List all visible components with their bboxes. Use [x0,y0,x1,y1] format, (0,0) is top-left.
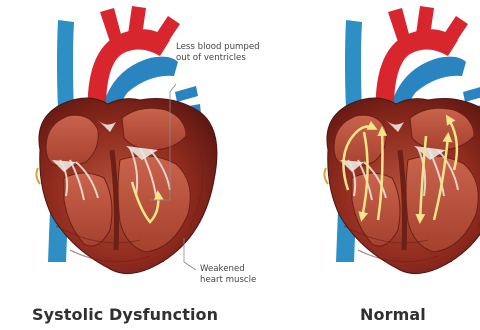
annotation-weakened-heart-muscle: Weakened heart muscle [200,264,256,286]
annotation-less-blood-pumped: Less blood pumped out of ventricles [176,42,260,64]
normal-heart [324,6,480,274]
panel-title-normal: Normal [360,305,426,324]
panel-title-systolic-dysfunction: Systolic Dysfunction [32,305,218,324]
